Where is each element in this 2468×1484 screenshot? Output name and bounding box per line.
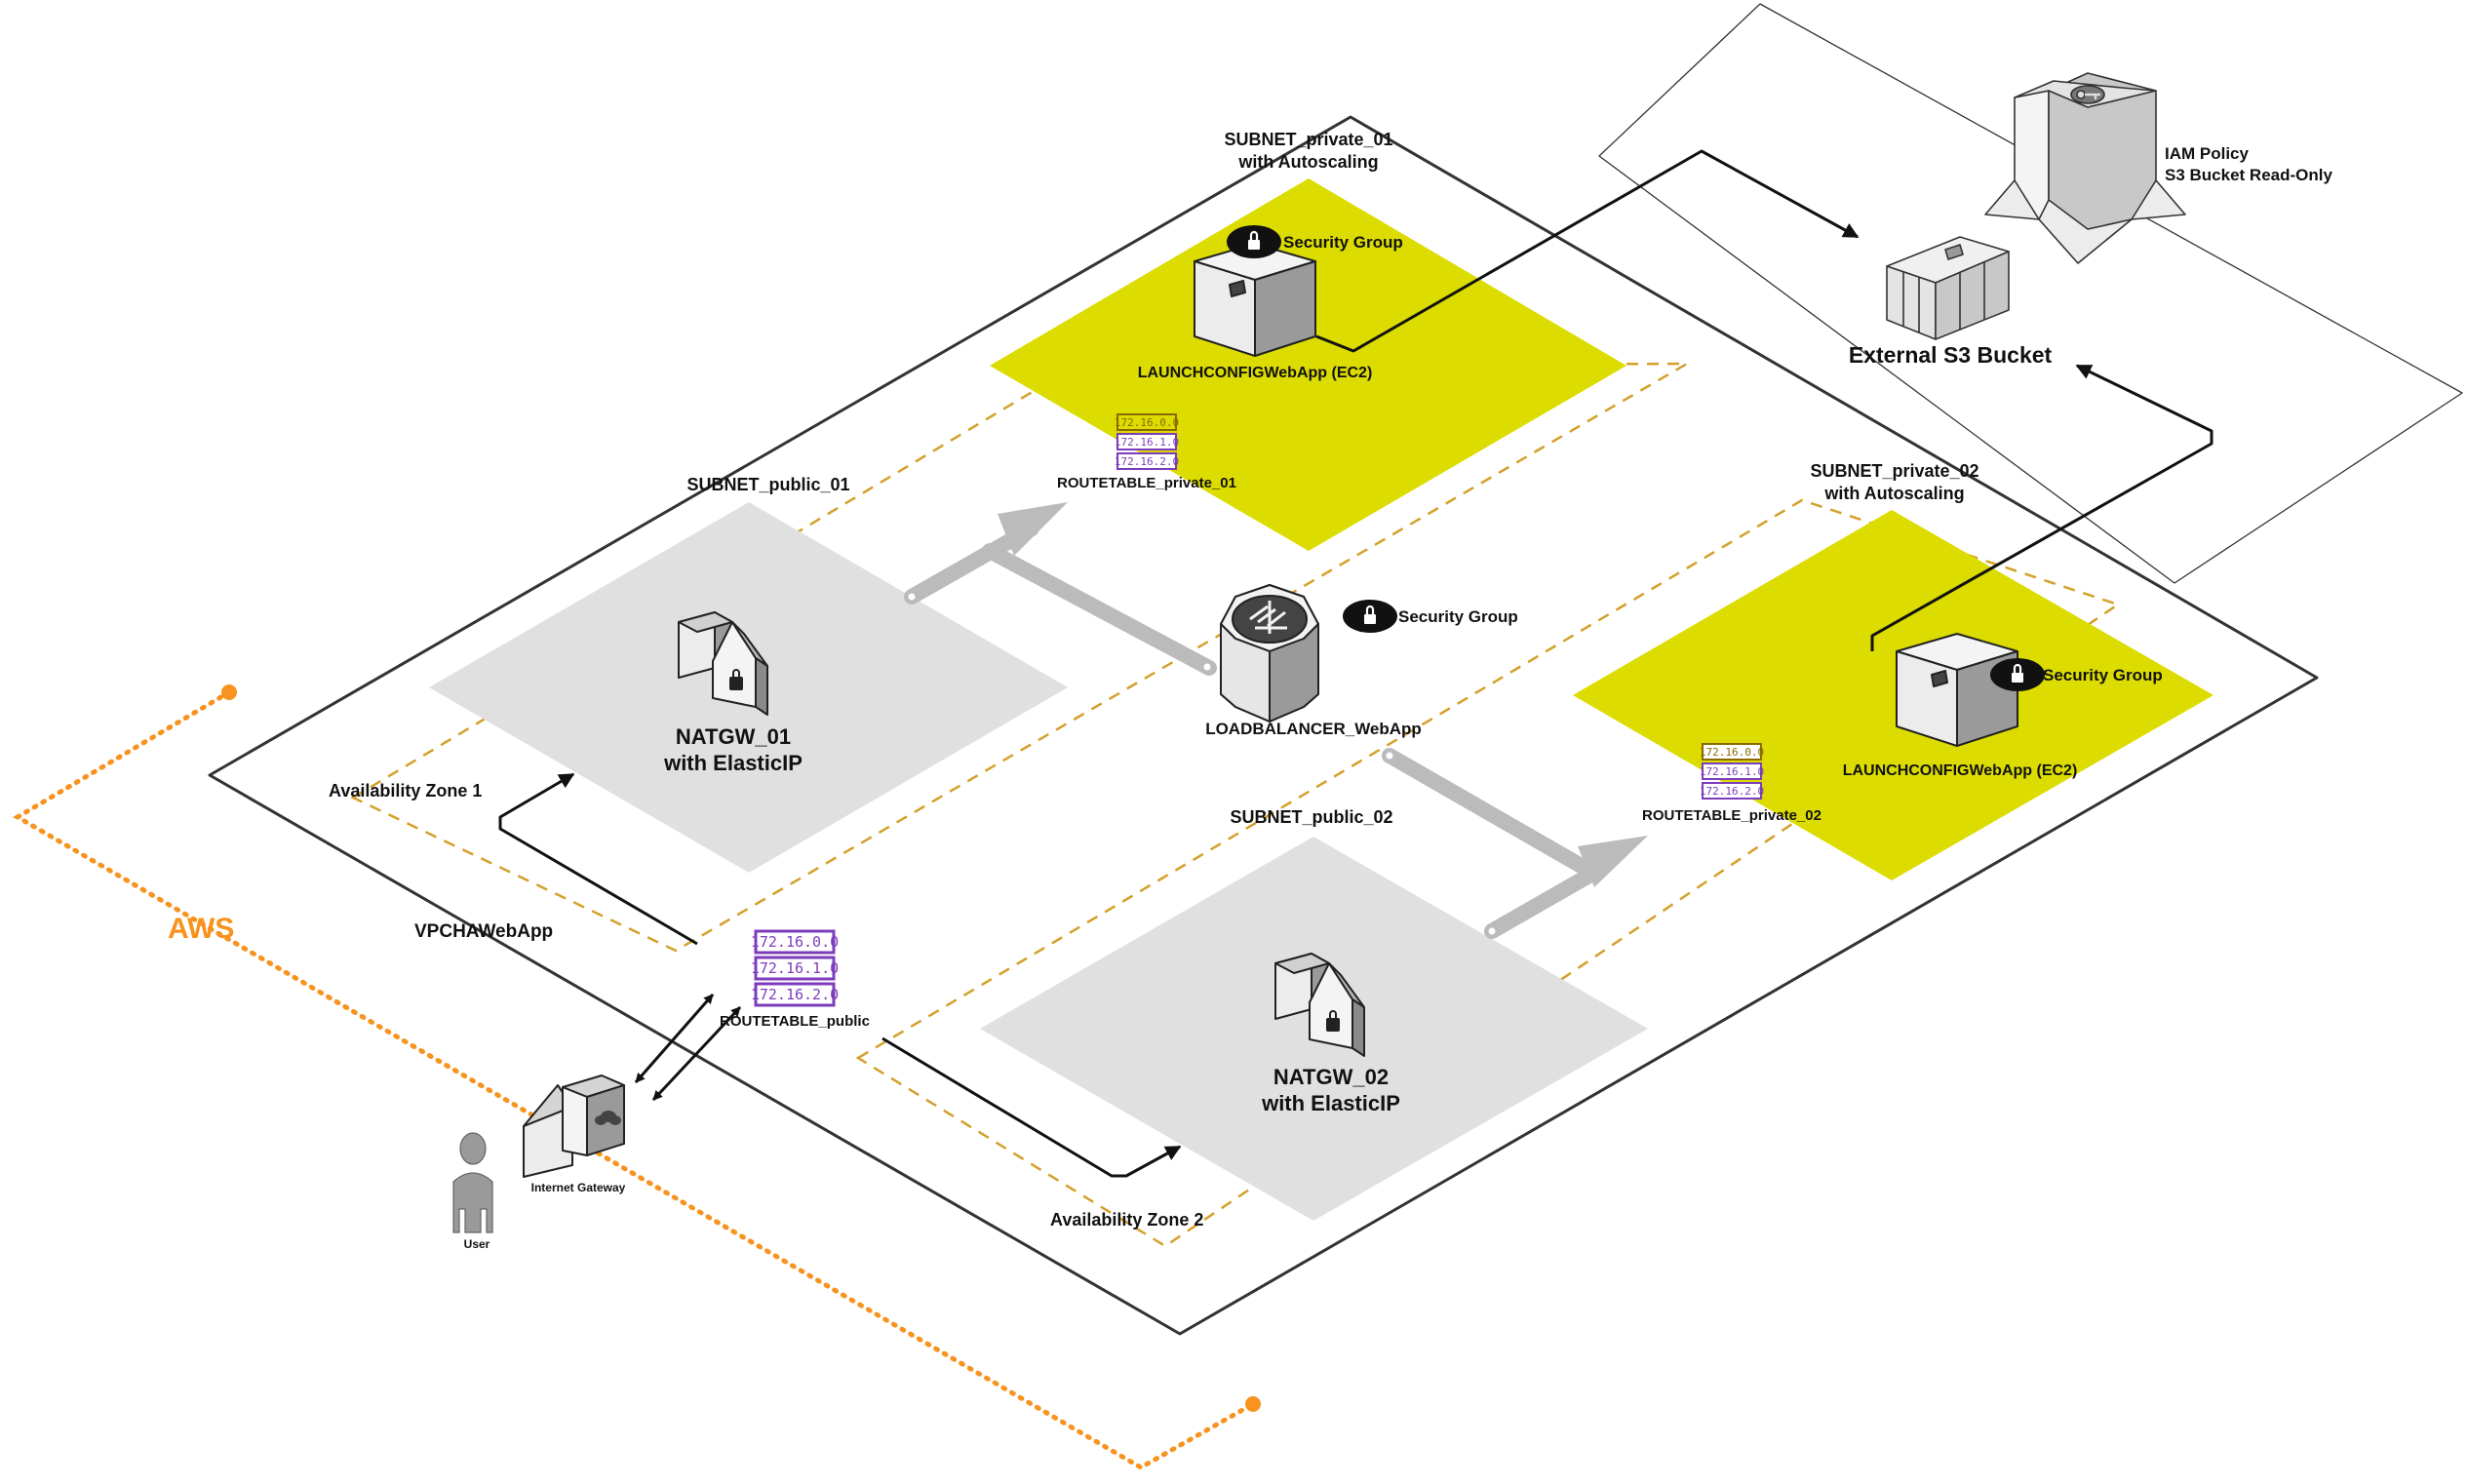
subnet-private-02-label: SUBNET_private_02 [1810, 461, 1978, 481]
nat-gateway-icon [1274, 953, 1365, 1057]
iam-policy-icon [1984, 72, 2186, 264]
iam-policy-sublabel: S3 Bucket Read-Only [2165, 166, 2332, 184]
routetable-public-cidr-1: 172.16.0.0 [751, 933, 839, 951]
account-boundary [1598, 3, 2463, 584]
subnet-private-01-label: SUBNET_private_01 [1224, 130, 1392, 149]
security-group-1-label: Security Group [1283, 233, 1403, 252]
routetable-public: 172.16.0.0 172.16.1.0 172.16.2.0 [751, 929, 839, 1007]
internet-gateway-icon [523, 1074, 625, 1178]
padlock-icon [1227, 225, 1281, 258]
routetable-private-02-cidr-2: 172.16.1.0 [1700, 765, 1764, 778]
iam-policy-label: IAM Policy [2165, 144, 2250, 163]
routetable-private-02: 172.16.0.0 172.16.1.0 172.16.2.0 [1700, 743, 1764, 800]
natgw-02-sublabel: with ElasticIP [1261, 1091, 1400, 1115]
security-group-3-label: Security Group [2043, 666, 2163, 684]
security-group-2-label: Security Group [1398, 607, 1518, 626]
ec2-01-label: LAUNCHCONFIGWebApp (EC2) [1138, 365, 1373, 381]
ec2-02-label: LAUNCHCONFIGWebApp (EC2) [1843, 762, 2078, 779]
aws-label: AWS [168, 913, 234, 945]
subnet-private-02-area [1573, 510, 2213, 880]
availability-zone-1 [350, 362, 1692, 953]
connections [498, 149, 2213, 1178]
s3-bucket-icon [1886, 236, 2010, 340]
subnet-private-02-sublabel: with Autoscaling [1823, 484, 1964, 503]
natgw-01-sublabel: with ElasticIP [663, 751, 803, 775]
routetable-public-cidr-2: 172.16.1.0 [751, 959, 839, 977]
loadbalancer-label: LOADBALANCER_WebApp [1205, 720, 1422, 738]
natgw-01-label: NATGW_01 [676, 724, 791, 749]
ec2-instance-icon [1896, 633, 2018, 747]
user-icon [452, 1132, 493, 1233]
user-label: User [464, 1237, 490, 1251]
vpc-boundary [208, 115, 2319, 1336]
routetable-private-01-cidr-3: 172.16.2.0 [1115, 455, 1179, 468]
routetable-private-02-cidr-1: 172.16.0.0 [1700, 746, 1764, 759]
vpc-label: VPCHAWebApp [414, 921, 553, 942]
nat-gateway-icon [678, 611, 768, 716]
load-balancer-icon [1220, 584, 1319, 722]
routetable-private-01: 172.16.0.0 172.16.1.0 172.16.2.0 [1115, 413, 1179, 470]
subnet-private-01-sublabel: with Autoscaling [1237, 152, 1378, 172]
routetable-private-01-cidr-2: 172.16.1.0 [1115, 436, 1179, 449]
subnet-public-02-label: SUBNET_public_02 [1230, 807, 1392, 827]
route-arrow-ends [905, 590, 1499, 938]
padlock-icon [1343, 600, 1397, 633]
internet-gateway-label: Internet Gateway [531, 1181, 626, 1194]
subnet-public-01-label: SUBNET_public_01 [686, 475, 849, 494]
routetable-private-01-label: ROUTETABLE_private_01 [1057, 475, 1236, 491]
routetable-public-cidr-3: 172.16.2.0 [751, 986, 839, 1003]
route-arrowhead-private-01 [998, 502, 1068, 556]
padlock-icon [1990, 658, 2045, 691]
routetable-public-label: ROUTETABLE_public [720, 1013, 870, 1030]
routetable-private-01-cidr-1: 172.16.0.0 [1115, 416, 1179, 429]
route-arrowhead-private-02 [1578, 836, 1648, 887]
routetable-private-02-label: ROUTETABLE_private_02 [1642, 807, 1822, 824]
natgw-02-label: NATGW_02 [1273, 1065, 1389, 1089]
availability-zone-1-label: Availability Zone 1 [329, 781, 482, 801]
s3-bucket-label: External S3 Bucket [1849, 342, 2053, 368]
ec2-instance-icon [1194, 243, 1316, 357]
availability-zone-2-label: Availability Zone 2 [1050, 1210, 1203, 1230]
routetable-private-02-cidr-3: 172.16.2.0 [1700, 785, 1764, 798]
